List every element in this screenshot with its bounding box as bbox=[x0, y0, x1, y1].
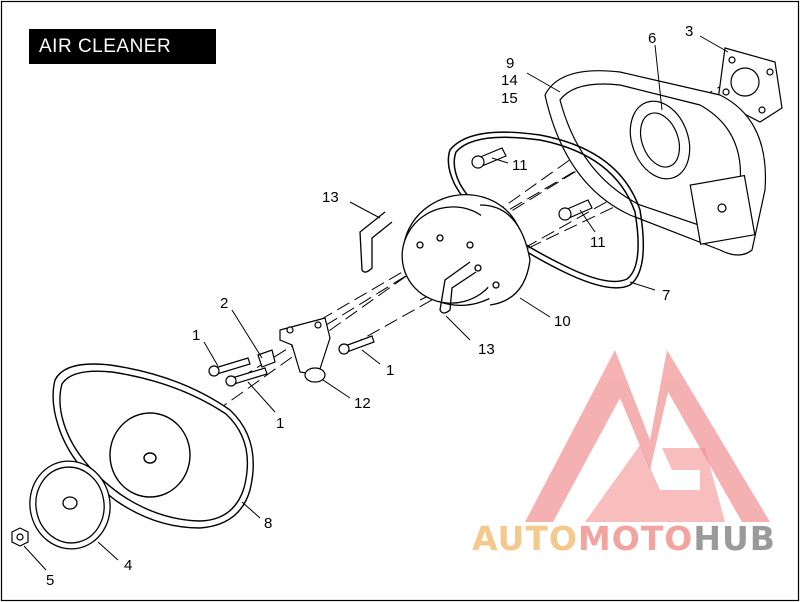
bolts-1 bbox=[208, 335, 375, 387]
callout-1-right: 1 bbox=[386, 362, 394, 379]
seal-ring-part bbox=[447, 131, 645, 289]
callout-13-right: 13 bbox=[478, 341, 495, 358]
screws-11 bbox=[471, 147, 593, 221]
diagram-title: AIR CLEANER bbox=[29, 29, 216, 64]
watermark-text: AUTOMOTOHUB bbox=[472, 519, 776, 558]
callout-10: 10 bbox=[554, 313, 571, 330]
callout-5: 5 bbox=[46, 572, 54, 589]
bracket-part bbox=[279, 317, 331, 383]
callout-1-upper: 1 bbox=[192, 327, 200, 344]
backplate-part bbox=[544, 70, 767, 256]
callout-9: 9 bbox=[506, 55, 514, 72]
watermark-logo bbox=[525, 350, 770, 522]
callout-7: 7 bbox=[662, 287, 670, 304]
filter-element-part bbox=[401, 194, 531, 306]
callout-15: 15 bbox=[501, 90, 518, 107]
callout-11-upper: 11 bbox=[512, 157, 528, 174]
callout-4: 4 bbox=[124, 557, 132, 574]
callout-3: 3 bbox=[685, 23, 693, 40]
callout-11-lower: 11 bbox=[590, 234, 606, 251]
watermark-hub: HUB bbox=[693, 519, 776, 558]
watermark-moto: MOTO bbox=[578, 519, 693, 558]
callout-13-left: 13 bbox=[322, 189, 339, 206]
leader-lines bbox=[23, 35, 729, 571]
callout-14: 14 bbox=[501, 72, 518, 89]
watermark-auto: AUTO bbox=[472, 519, 578, 558]
callout-1-lower: 1 bbox=[276, 415, 284, 432]
nut-part bbox=[11, 527, 29, 547]
plate-part-2 bbox=[257, 349, 276, 368]
breather-tubes-13 bbox=[359, 211, 477, 314]
callout-2: 2 bbox=[220, 295, 228, 312]
trim-plate-part bbox=[29, 460, 111, 550]
callout-8: 8 bbox=[264, 515, 272, 532]
callout-12: 12 bbox=[354, 395, 371, 412]
callout-6: 6 bbox=[648, 30, 656, 47]
